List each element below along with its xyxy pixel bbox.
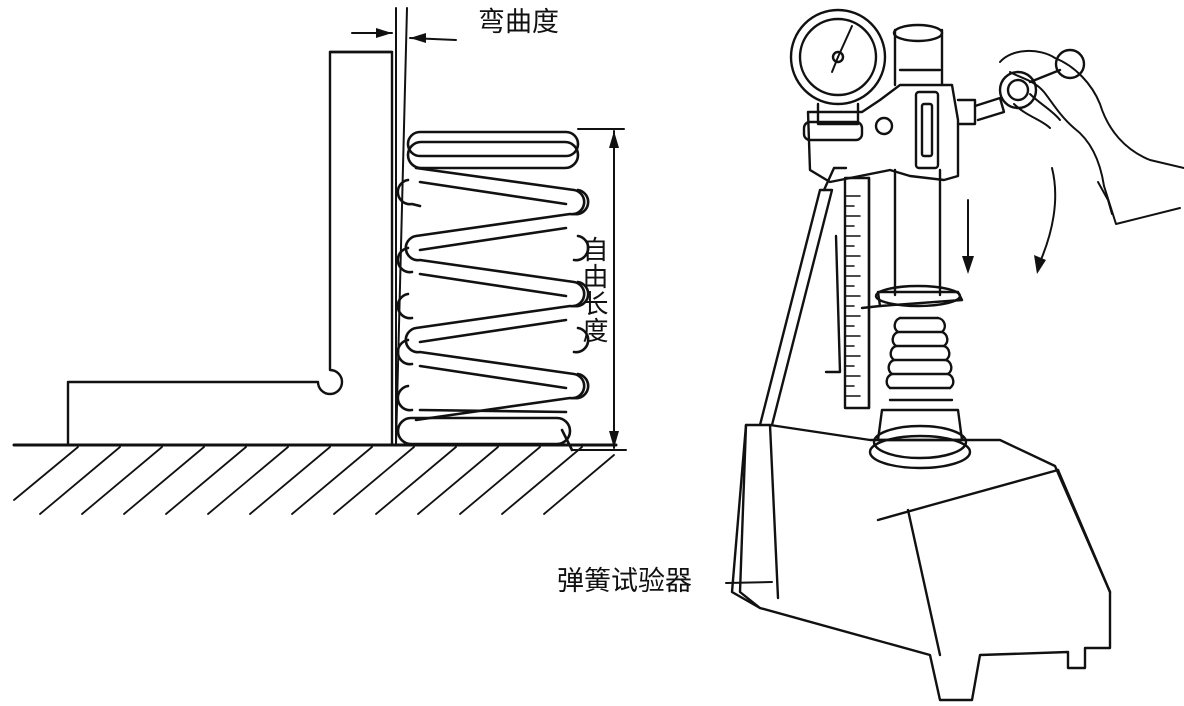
- operator-hand: [999, 49, 1184, 225]
- ground-surface: [12, 443, 618, 515]
- dial-gauge: [789, 8, 887, 142]
- tested-spring: [885, 316, 955, 402]
- bend-label: 弯曲度: [478, 7, 559, 38]
- lever-handle: [973, 48, 1086, 122]
- bend-dimension: [351, 7, 457, 446]
- spring-tester-label: 弹簧试验器: [557, 566, 692, 597]
- free-length-dimension: [571, 128, 627, 451]
- coil-spring: [396, 130, 590, 452]
- tester-leader-line: [725, 581, 773, 584]
- height-scale: [843, 176, 871, 410]
- try-square: [66, 50, 394, 447]
- free-length-label: 自由长度: [578, 236, 608, 344]
- spring-tester: [725, 8, 1184, 702]
- motion-arrows: [962, 167, 1057, 274]
